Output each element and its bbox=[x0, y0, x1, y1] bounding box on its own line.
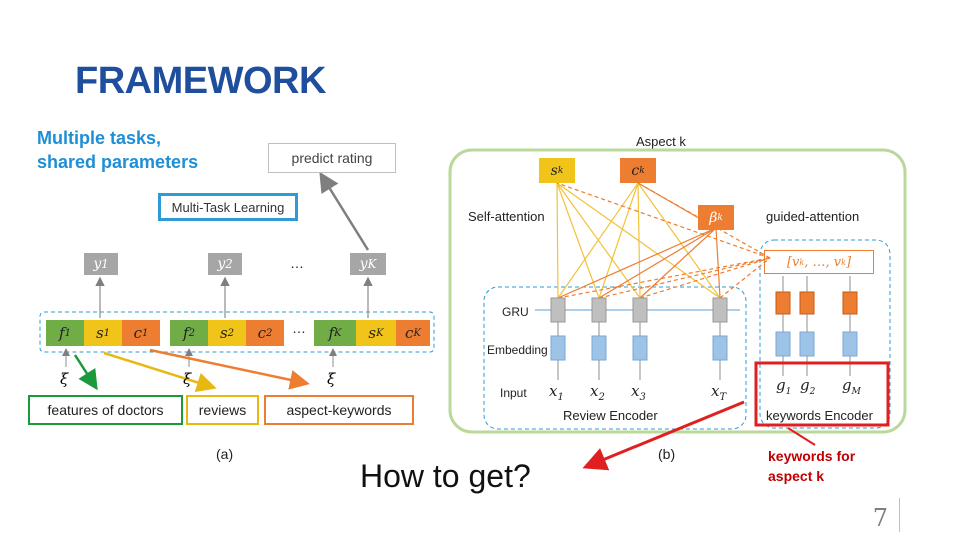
embedding-label: Embedding bbox=[487, 343, 548, 357]
xi-2: ξ bbox=[183, 370, 192, 388]
keywords-note: keywords for aspect k bbox=[768, 448, 856, 484]
x-2: x2 bbox=[590, 382, 605, 403]
page-number-rule bbox=[899, 498, 900, 532]
subtitle-line-2: shared parameters bbox=[37, 152, 199, 172]
review-encoder-label: Review Encoder bbox=[563, 408, 658, 423]
keywords-encoder-label: keywords Encoder bbox=[766, 408, 873, 423]
slide-title: FRAMEWORK bbox=[75, 60, 326, 102]
reviews-box: reviews bbox=[186, 395, 259, 425]
guided-attention-label: guided-attention bbox=[766, 209, 860, 224]
features-of-doctors-box: features of doctors bbox=[28, 395, 183, 425]
self-attention-label: Self-attention bbox=[468, 209, 545, 224]
multi-task-learning-box: Multi-Task Learning bbox=[158, 193, 298, 221]
g-m: gM bbox=[842, 376, 861, 397]
caption-b: (b) bbox=[658, 446, 676, 462]
x-1: x1 bbox=[549, 382, 564, 403]
predict-rating-box: predict rating bbox=[268, 143, 396, 173]
g-1: g1 bbox=[776, 376, 792, 397]
multi-task-learning-label: Multi-Task Learning bbox=[171, 199, 285, 215]
shared-features-container bbox=[39, 311, 435, 353]
caption-a: (a) bbox=[216, 446, 234, 462]
page-number: 7 bbox=[872, 504, 888, 532]
aspect-container bbox=[448, 148, 907, 434]
input-label: Input bbox=[500, 386, 527, 400]
subtitle-line-1: Multiple tasks, bbox=[37, 128, 162, 148]
g-2: g2 bbox=[800, 376, 816, 397]
how-to-get-question: How to get? bbox=[360, 458, 531, 494]
slide-subtitle: Multiple tasks, shared parameters bbox=[37, 126, 198, 174]
keywords-highlight-box bbox=[754, 361, 890, 427]
predict-rating-label: predict rating bbox=[291, 150, 373, 166]
x-3: x3 bbox=[631, 382, 646, 403]
aspect-keywords-box: aspect-keywords bbox=[264, 395, 414, 425]
aspect-k-label: Aspect k bbox=[636, 134, 686, 149]
x-t: xT bbox=[711, 382, 727, 403]
xi-k: ξ bbox=[327, 370, 336, 388]
keywords-encoder-box bbox=[759, 239, 891, 429]
gru-label: GRU bbox=[502, 305, 529, 319]
feature-ellipsis: … bbox=[292, 320, 306, 336]
output-ellipsis: … bbox=[290, 255, 304, 271]
xi-1: ξ bbox=[60, 370, 69, 388]
